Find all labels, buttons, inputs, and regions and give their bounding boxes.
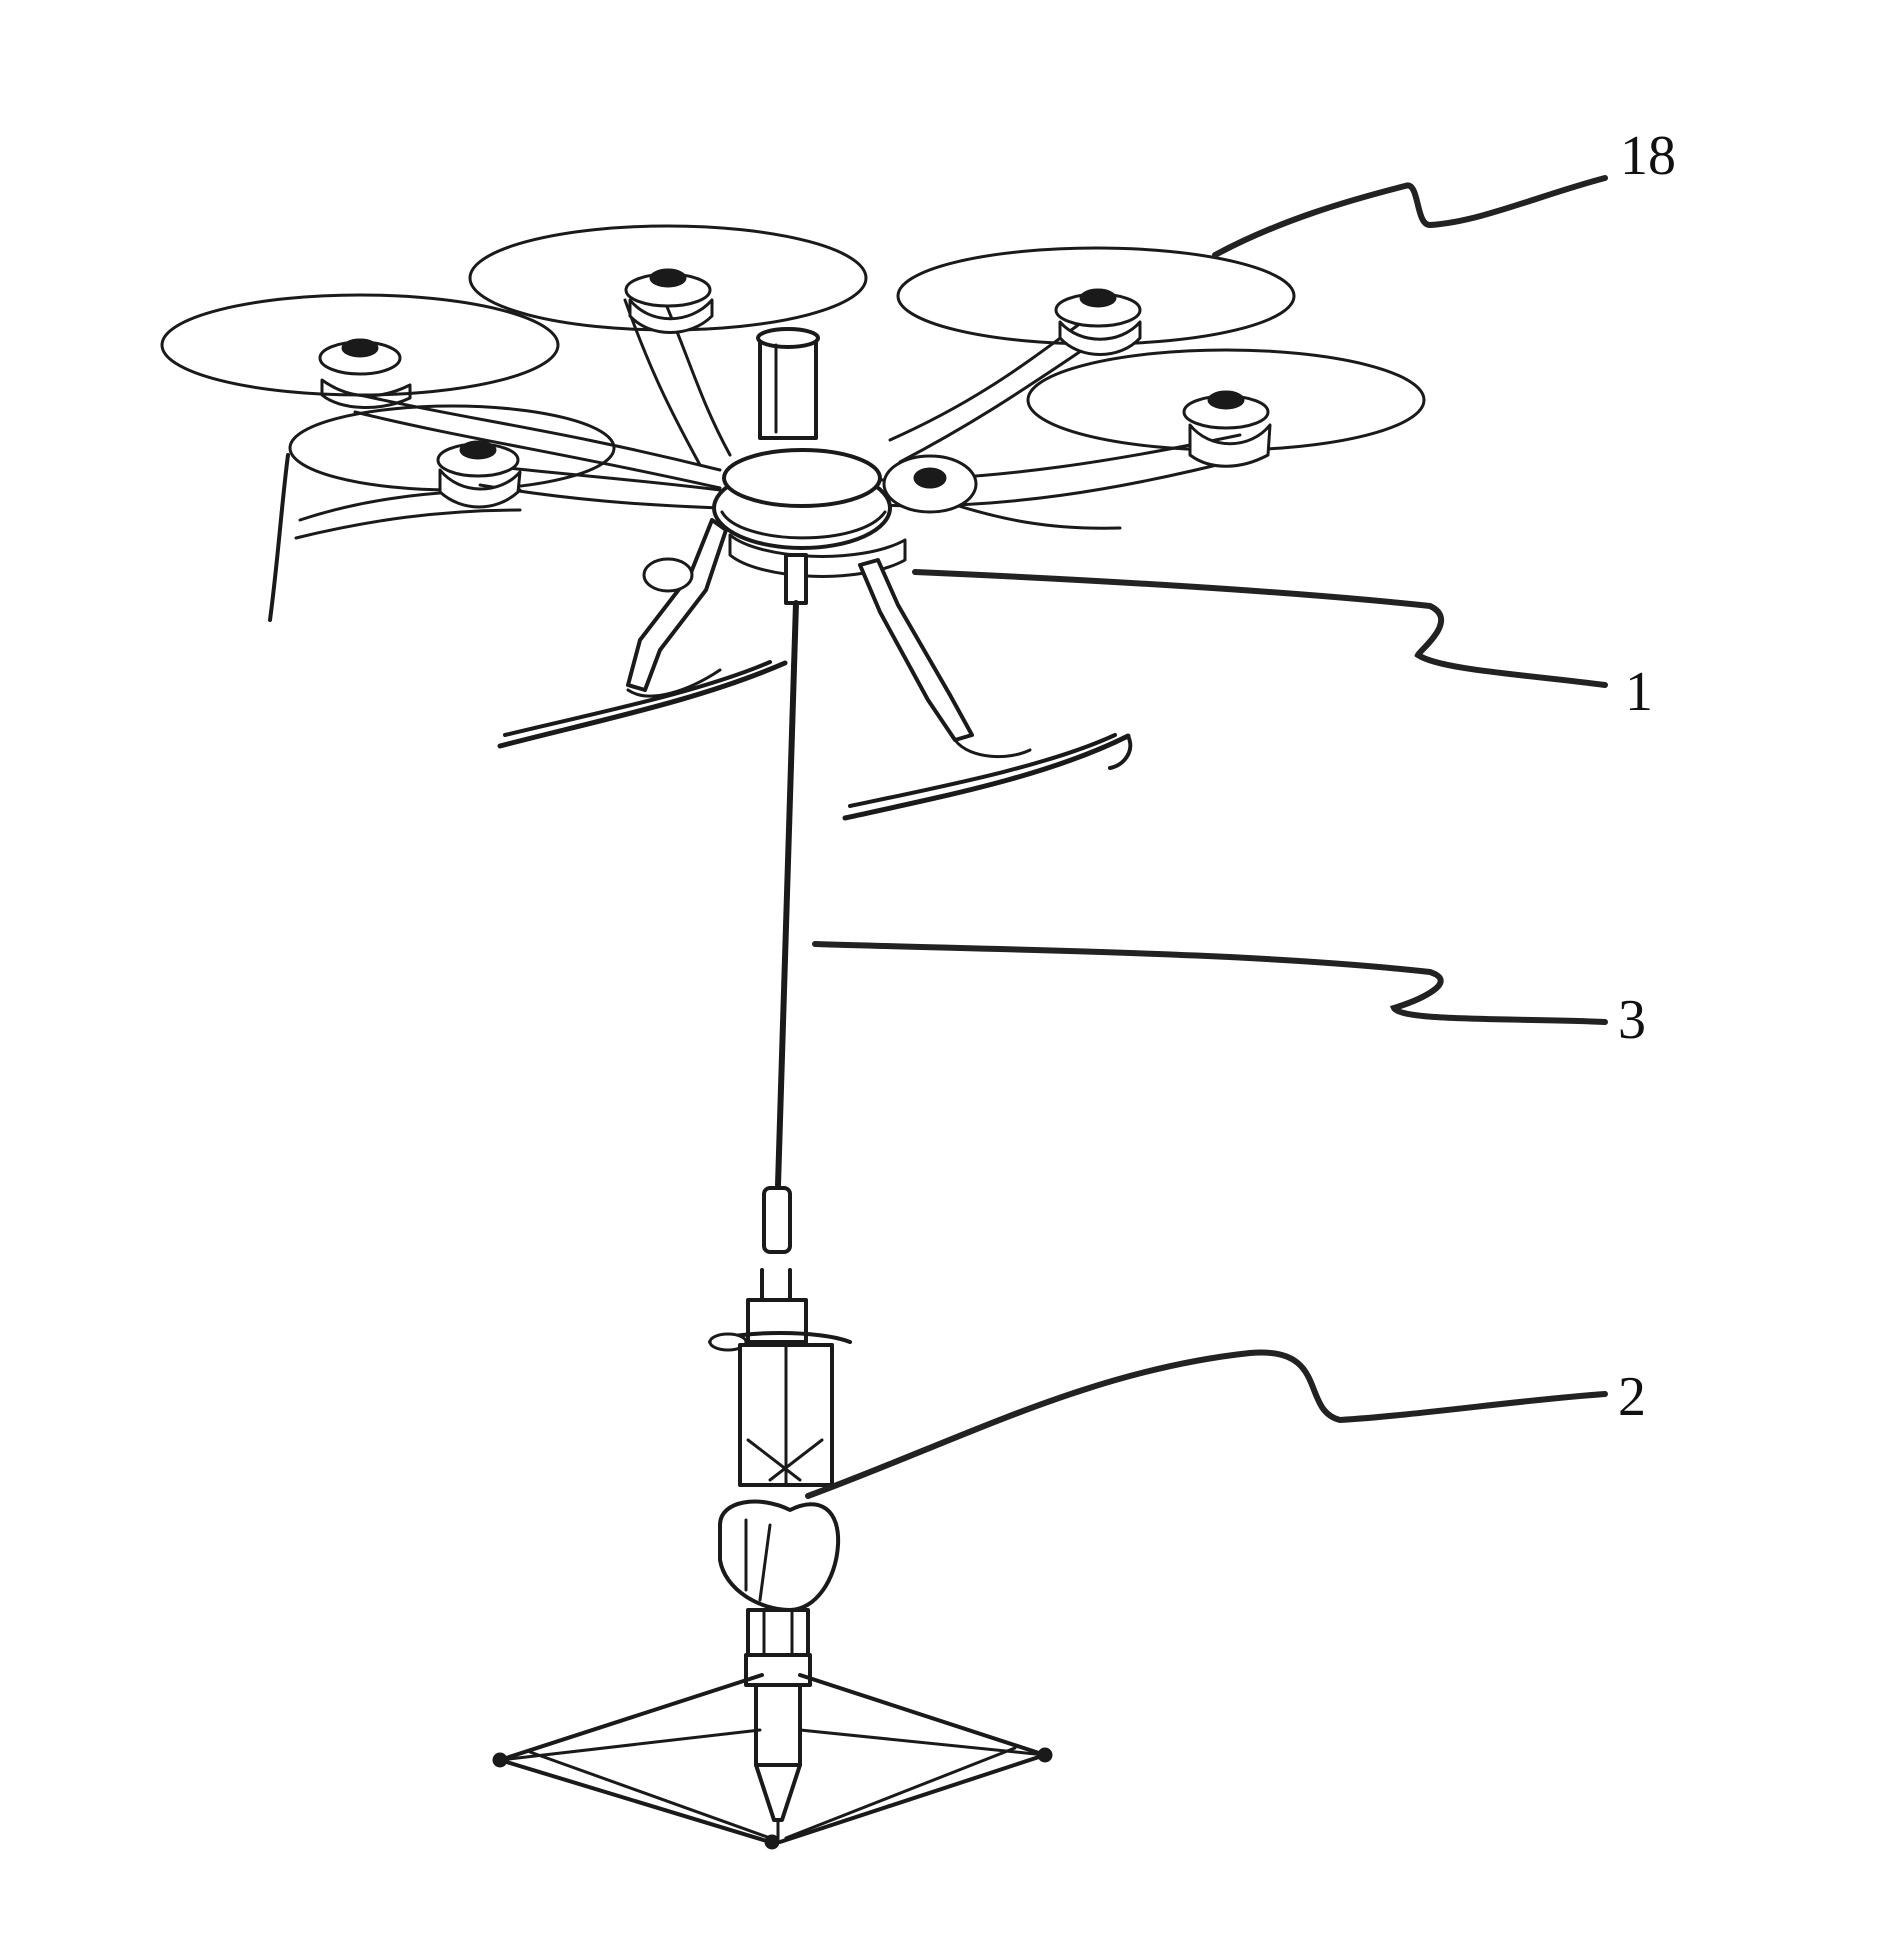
tether-connector-top	[784, 553, 808, 605]
leader-1	[912, 569, 1608, 688]
landing-gear	[497, 518, 1133, 821]
rotor-hub-top	[624, 268, 714, 334]
reference-labels: 18 1 3 2	[1618, 125, 1676, 1428]
label-1: 1	[1625, 661, 1653, 723]
label-3: 3	[1618, 989, 1646, 1051]
drone-arms	[268, 288, 1247, 622]
drone	[160, 224, 1426, 821]
central-body	[712, 448, 978, 550]
tether-line	[775, 600, 799, 1188]
tether-connector-bottom	[762, 1186, 792, 1254]
rotor-hub-front-left	[436, 440, 522, 509]
rotor-hub-right	[1182, 390, 1272, 468]
rotor-hub-left	[318, 338, 412, 409]
label-2: 2	[1618, 1366, 1646, 1428]
base-frame	[492, 1673, 1053, 1850]
rotor-hub-top-right	[1054, 288, 1142, 356]
central-mast	[756, 327, 820, 440]
leader-18	[1212, 175, 1608, 258]
sampler	[708, 1268, 852, 1844]
leader-3	[812, 941, 1608, 1025]
leader-lines	[805, 175, 1608, 1499]
leader-2	[805, 1349, 1608, 1499]
label-18: 18	[1620, 125, 1676, 187]
rotor-hubs	[318, 268, 1272, 509]
